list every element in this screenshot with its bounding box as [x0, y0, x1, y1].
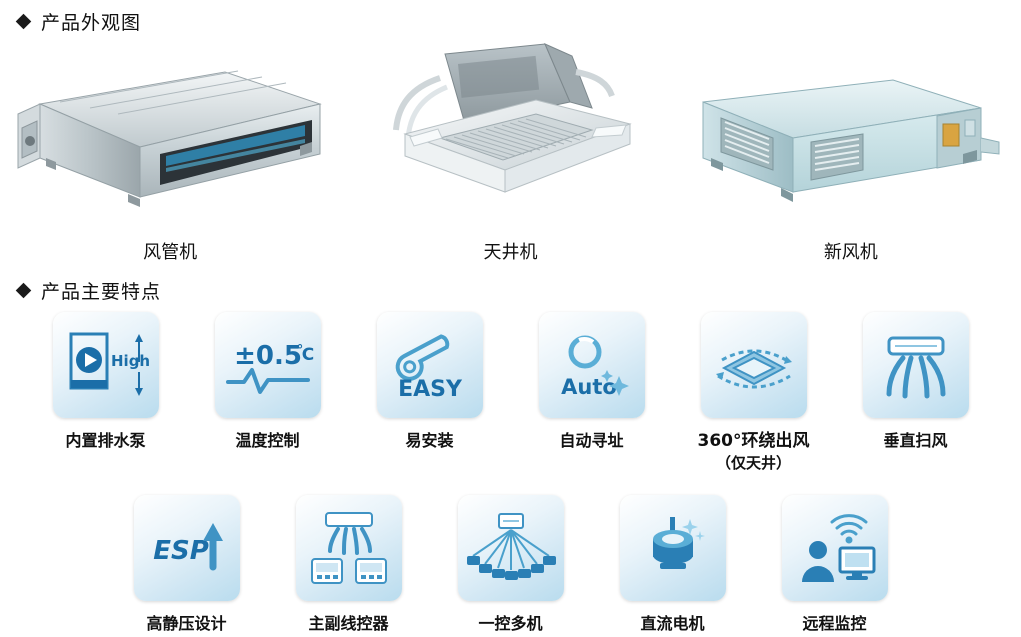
feature-label: 远程监控 — [802, 614, 867, 634]
dc-motor-icon — [619, 495, 726, 602]
feature-remote-monitoring: 远程监控 — [754, 495, 916, 635]
easy-install-icon: EASY — [376, 312, 483, 418]
remote-monitoring-icon — [781, 495, 888, 602]
feature-row-2: ESP 高静压设计 — [0, 495, 1021, 635]
feature-master-slave-controller: 主副线控器 — [268, 495, 430, 635]
master-slave-wired-controller-icon — [295, 495, 402, 602]
high-static-pressure-icon: ESP — [133, 495, 240, 602]
svg-text:ESP: ESP — [153, 536, 209, 566]
feature-vertical-swing: 垂直扫风 — [835, 312, 997, 473]
svg-text:EASY: EASY — [398, 377, 463, 402]
product-label: 新风机 — [823, 242, 878, 263]
feature-high-static-pressure: ESP 高静压设计 — [106, 495, 268, 635]
feature-temperature-control: ±0.5 ° C 温度控制 — [187, 312, 349, 473]
product-label: 天井机 — [483, 242, 538, 263]
product-gallery: 风管机 — [0, 34, 1021, 264]
feature-dc-motor: 直流电机 — [592, 495, 754, 635]
feature-easy-install: EASY 易安装 — [349, 312, 511, 473]
feature-label: 内置排水泵 — [65, 431, 146, 450]
one-controls-multiple-units-icon — [457, 495, 564, 602]
product-item: 新风机 — [681, 34, 1021, 264]
auto-addressing-icon: Auto — [538, 312, 645, 418]
product-item: 风管机 — [0, 34, 340, 264]
svg-text:C: C — [301, 345, 313, 365]
feature-label-main: 360°环绕出风 — [697, 431, 810, 451]
temperature-control-icon: ±0.5 ° C — [214, 312, 321, 418]
feature-label: 温度控制 — [235, 431, 300, 450]
feature-label-sub: （仅天井） — [715, 453, 791, 472]
svg-text:°: ° — [296, 343, 303, 358]
cassette-type-air-conditioner-photo — [340, 42, 680, 224]
section-title-features: 产品主要特点 — [41, 281, 162, 303]
svg-text:High: High — [111, 352, 149, 370]
feature-label: 垂直扫风 — [883, 431, 948, 450]
feature-label: 一控多机 — [478, 614, 543, 634]
fresh-air-unit-photo — [681, 42, 1021, 224]
product-label: 风管机 — [143, 242, 198, 263]
diamond-bullet-icon — [15, 282, 32, 299]
feature-one-controls-multiple: 一控多机 — [430, 495, 592, 635]
feature-label: 360°环绕出风 （仅天井） — [698, 430, 810, 473]
section-header-appearance: 产品外观图 — [15, 8, 142, 35]
feature-auto-addressing: Auto 自动寻址 — [511, 312, 673, 473]
feature-built-in-drain-pump: High 内置排水泵 — [25, 312, 187, 473]
feature-grid: High 内置排水泵 ±0.5 ° C — [0, 312, 1021, 635]
section-title-appearance: 产品外观图 — [41, 12, 142, 34]
duct-type-air-conditioner-photo — [0, 42, 340, 224]
product-item: 天井机 — [340, 34, 680, 264]
feature-label: 自动寻址 — [559, 431, 624, 450]
360-surround-airflow-icon — [700, 312, 807, 418]
section-header-features: 产品主要特点 — [15, 277, 162, 304]
feature-row-1: High 内置排水泵 ±0.5 ° C — [0, 312, 1021, 473]
feature-360-surround-airflow: 360°环绕出风 （仅天井） — [673, 312, 835, 473]
feature-label: 主副线控器 — [308, 614, 389, 634]
feature-label: 高静压设计 — [146, 614, 227, 634]
diamond-bullet-icon — [15, 13, 32, 30]
svg-text:±0.5: ±0.5 — [234, 341, 302, 371]
built-in-drain-pump-icon: High — [52, 312, 159, 418]
feature-label: 直流电机 — [640, 614, 705, 634]
vertical-swing-icon — [862, 312, 969, 418]
feature-label: 易安装 — [405, 431, 454, 450]
